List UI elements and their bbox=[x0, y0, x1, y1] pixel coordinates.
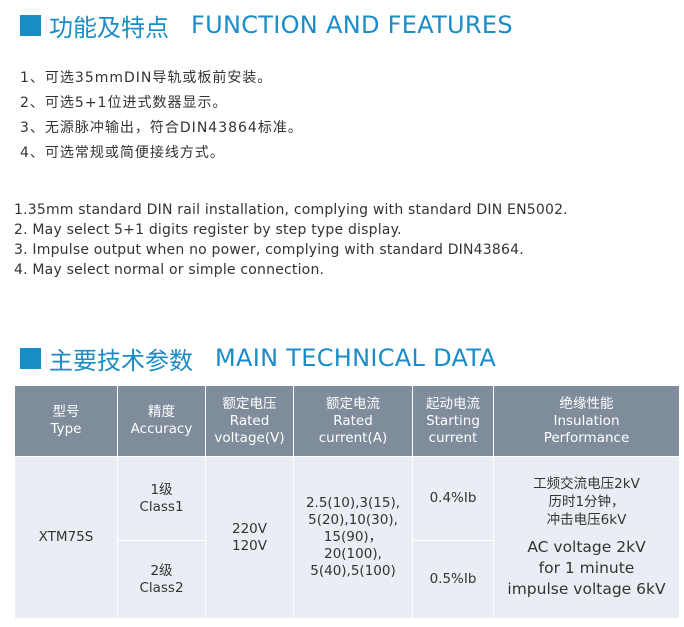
cell-class1: 1级 Class1 bbox=[117, 456, 206, 541]
header-voltage: 额定电压 Rated voltage(V) bbox=[205, 385, 294, 457]
list-item: 4. May select normal or simple connectio… bbox=[14, 262, 325, 278]
cell-start1: 0.4%Ib bbox=[412, 456, 494, 541]
tech-data-table: 型号 Type 精度 Accuracy 额定电压 Rated voltage(V… bbox=[14, 385, 680, 619]
list-item: 2、可选5+1位进式数器显示。 bbox=[20, 95, 228, 111]
cell-insulation: 工频交流电压2kV 历时1分钟， 冲击电压6kV AC voltage 2kV … bbox=[493, 456, 680, 619]
features-heading: 功能及特点 FUNCTION AND FEATURES bbox=[20, 8, 513, 42]
list-item: 1.35mm standard DIN rail installation, c… bbox=[14, 202, 568, 218]
tech-heading: 主要技术参数 MAIN TECHNICAL DATA bbox=[20, 341, 496, 375]
table-row: XTM75S 1级 Class1 220V 120V 2.5(10),3(15)… bbox=[14, 456, 680, 619]
features-cn-list: 1、可选35mmDIN导轨或板前安装。 2、可选5+1位进式数器显示。 3、无源… bbox=[20, 68, 303, 168]
header-current: 额定电流 Rated current(A) bbox=[293, 385, 413, 457]
list-item: 4、可选常规或简便接线方式。 bbox=[20, 145, 225, 161]
cell-voltage: 220V 120V bbox=[205, 456, 294, 619]
tech-title-en: MAIN TECHNICAL DATA bbox=[215, 344, 497, 372]
features-en-list: 1.35mm standard DIN rail installation, c… bbox=[14, 201, 568, 281]
features-title-en: FUNCTION AND FEATURES bbox=[191, 11, 513, 39]
square-bullet-icon bbox=[20, 347, 41, 369]
header-starting-current: 起动电流 Starting current bbox=[412, 385, 494, 457]
list-item: 3. Impulse output when no power, complyi… bbox=[14, 242, 524, 258]
cell-class2: 2级 Class2 bbox=[117, 540, 206, 619]
table-row: 2级 Class2 0.5%Ib bbox=[15, 540, 680, 619]
header-type: 型号 Type bbox=[14, 385, 118, 457]
list-item: 2. May select 5+1 digits register by ste… bbox=[14, 222, 402, 238]
list-item: 3、无源脉冲输出，符合DIN43864标准。 bbox=[20, 120, 303, 136]
cell-start2: 0.5%Ib bbox=[412, 540, 494, 619]
features-title-cn: 功能及特点 bbox=[49, 13, 169, 42]
header-accuracy: 精度 Accuracy bbox=[117, 385, 206, 457]
list-item: 1、可选35mmDIN导轨或板前安装。 bbox=[20, 70, 273, 86]
table-header-row: 型号 Type 精度 Accuracy 额定电压 Rated voltage(V… bbox=[14, 385, 680, 457]
tech-title-cn: 主要技术参数 bbox=[49, 346, 193, 375]
square-bullet-icon bbox=[20, 14, 41, 36]
header-insulation: 绝缘性能 Insulation Performance bbox=[493, 385, 680, 457]
cell-current: 2.5(10),3(15), 5(20),10(30), 15(90)，20(1… bbox=[293, 456, 413, 619]
cell-type: XTM75S bbox=[14, 456, 118, 619]
